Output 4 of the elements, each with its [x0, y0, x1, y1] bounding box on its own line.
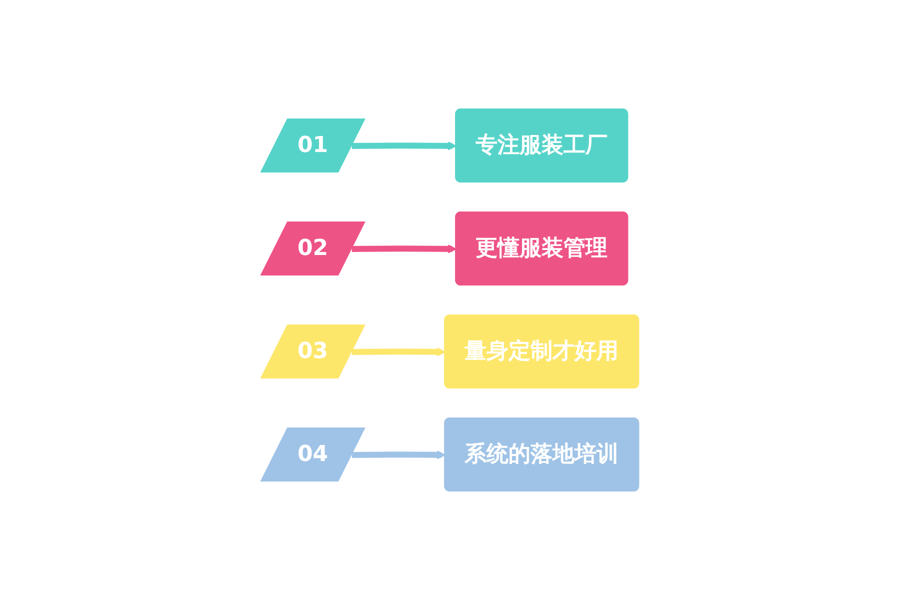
arrow — [352, 244, 457, 254]
arrow — [352, 142, 457, 150]
arrow — [352, 450, 446, 460]
arrow — [352, 348, 446, 356]
